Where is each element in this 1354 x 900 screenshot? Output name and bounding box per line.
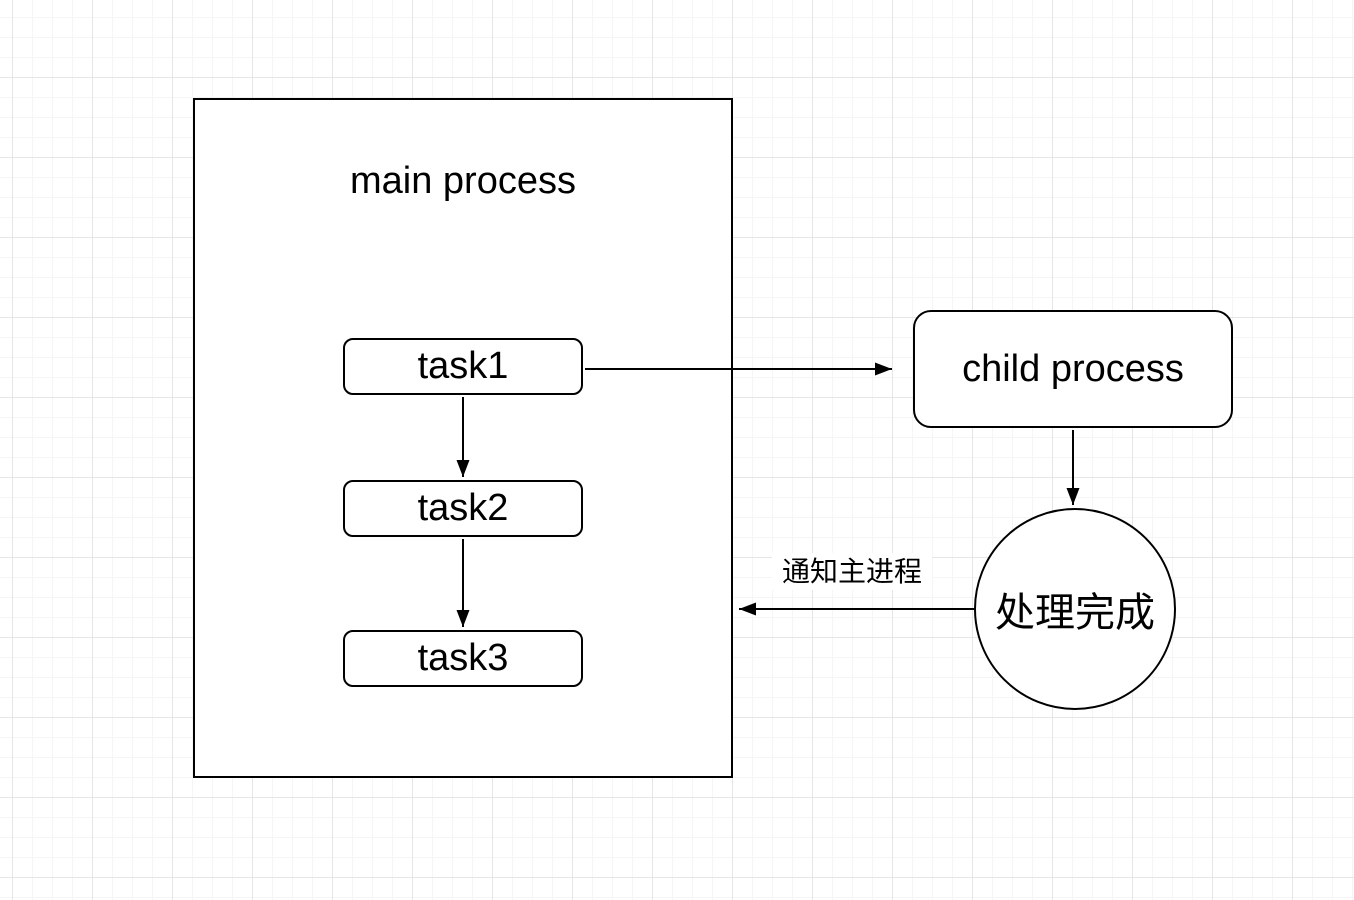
node-child-process: child process: [913, 310, 1233, 428]
node-main-process-label: main process: [350, 160, 576, 202]
node-task2-label: task2: [417, 487, 509, 529]
node-task2: task2: [343, 480, 583, 537]
node-process-done: 处理完成: [974, 508, 1176, 710]
node-task3: task3: [343, 630, 583, 687]
node-task3-label: task3: [417, 637, 509, 679]
node-task1-label: task1: [417, 345, 509, 387]
node-child-process-label: child process: [962, 347, 1184, 390]
node-task1: task1: [343, 338, 583, 395]
edge-label-notify-main-process: 通知主进程: [772, 553, 932, 590]
node-process-done-label: 处理完成: [995, 591, 1155, 635]
